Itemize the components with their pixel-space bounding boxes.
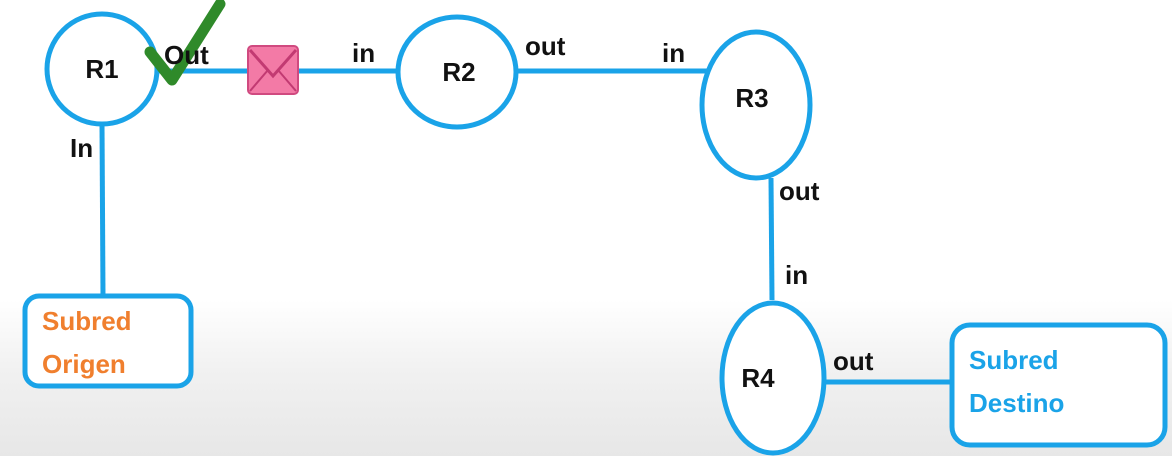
check-icon: [144, 0, 226, 86]
r2-out-label: out: [525, 31, 566, 61]
r3-out-label: out: [779, 176, 820, 206]
subnet-origin-box: [22, 293, 194, 389]
subnet-destination-line1: Subred: [969, 345, 1059, 375]
r3-in-label: in: [662, 38, 686, 68]
link-r3-r4: [768, 177, 775, 301]
router-r2-node: [395, 14, 519, 130]
r4-in-label: in: [785, 260, 809, 290]
r1-in-label: In: [70, 133, 94, 163]
r4-out-label: out: [833, 346, 874, 376]
subnet-destination-line2: Destino: [969, 388, 1065, 418]
envelope-icon: [247, 45, 299, 95]
subnet-destination-box: [949, 322, 1168, 448]
router-r3-node: [699, 29, 813, 181]
subnet-destination-label: Subred Destino: [969, 339, 1064, 425]
router-r4-label: R4: [741, 363, 775, 393]
router-r4-node: [719, 300, 827, 456]
r2-in-label: in: [352, 38, 376, 68]
router-r2-label: R2: [442, 57, 476, 87]
subnet-origin-line1: Subred: [42, 306, 132, 336]
router-r3-label: R3: [735, 83, 769, 113]
subnet-origin-line2: Origen: [42, 349, 126, 379]
r1-out-label: Out: [164, 40, 209, 70]
link-r1-origin: [99, 123, 106, 297]
subnet-origin-label: Subred Origen: [42, 300, 132, 386]
router-r1-label: R1: [85, 54, 119, 84]
